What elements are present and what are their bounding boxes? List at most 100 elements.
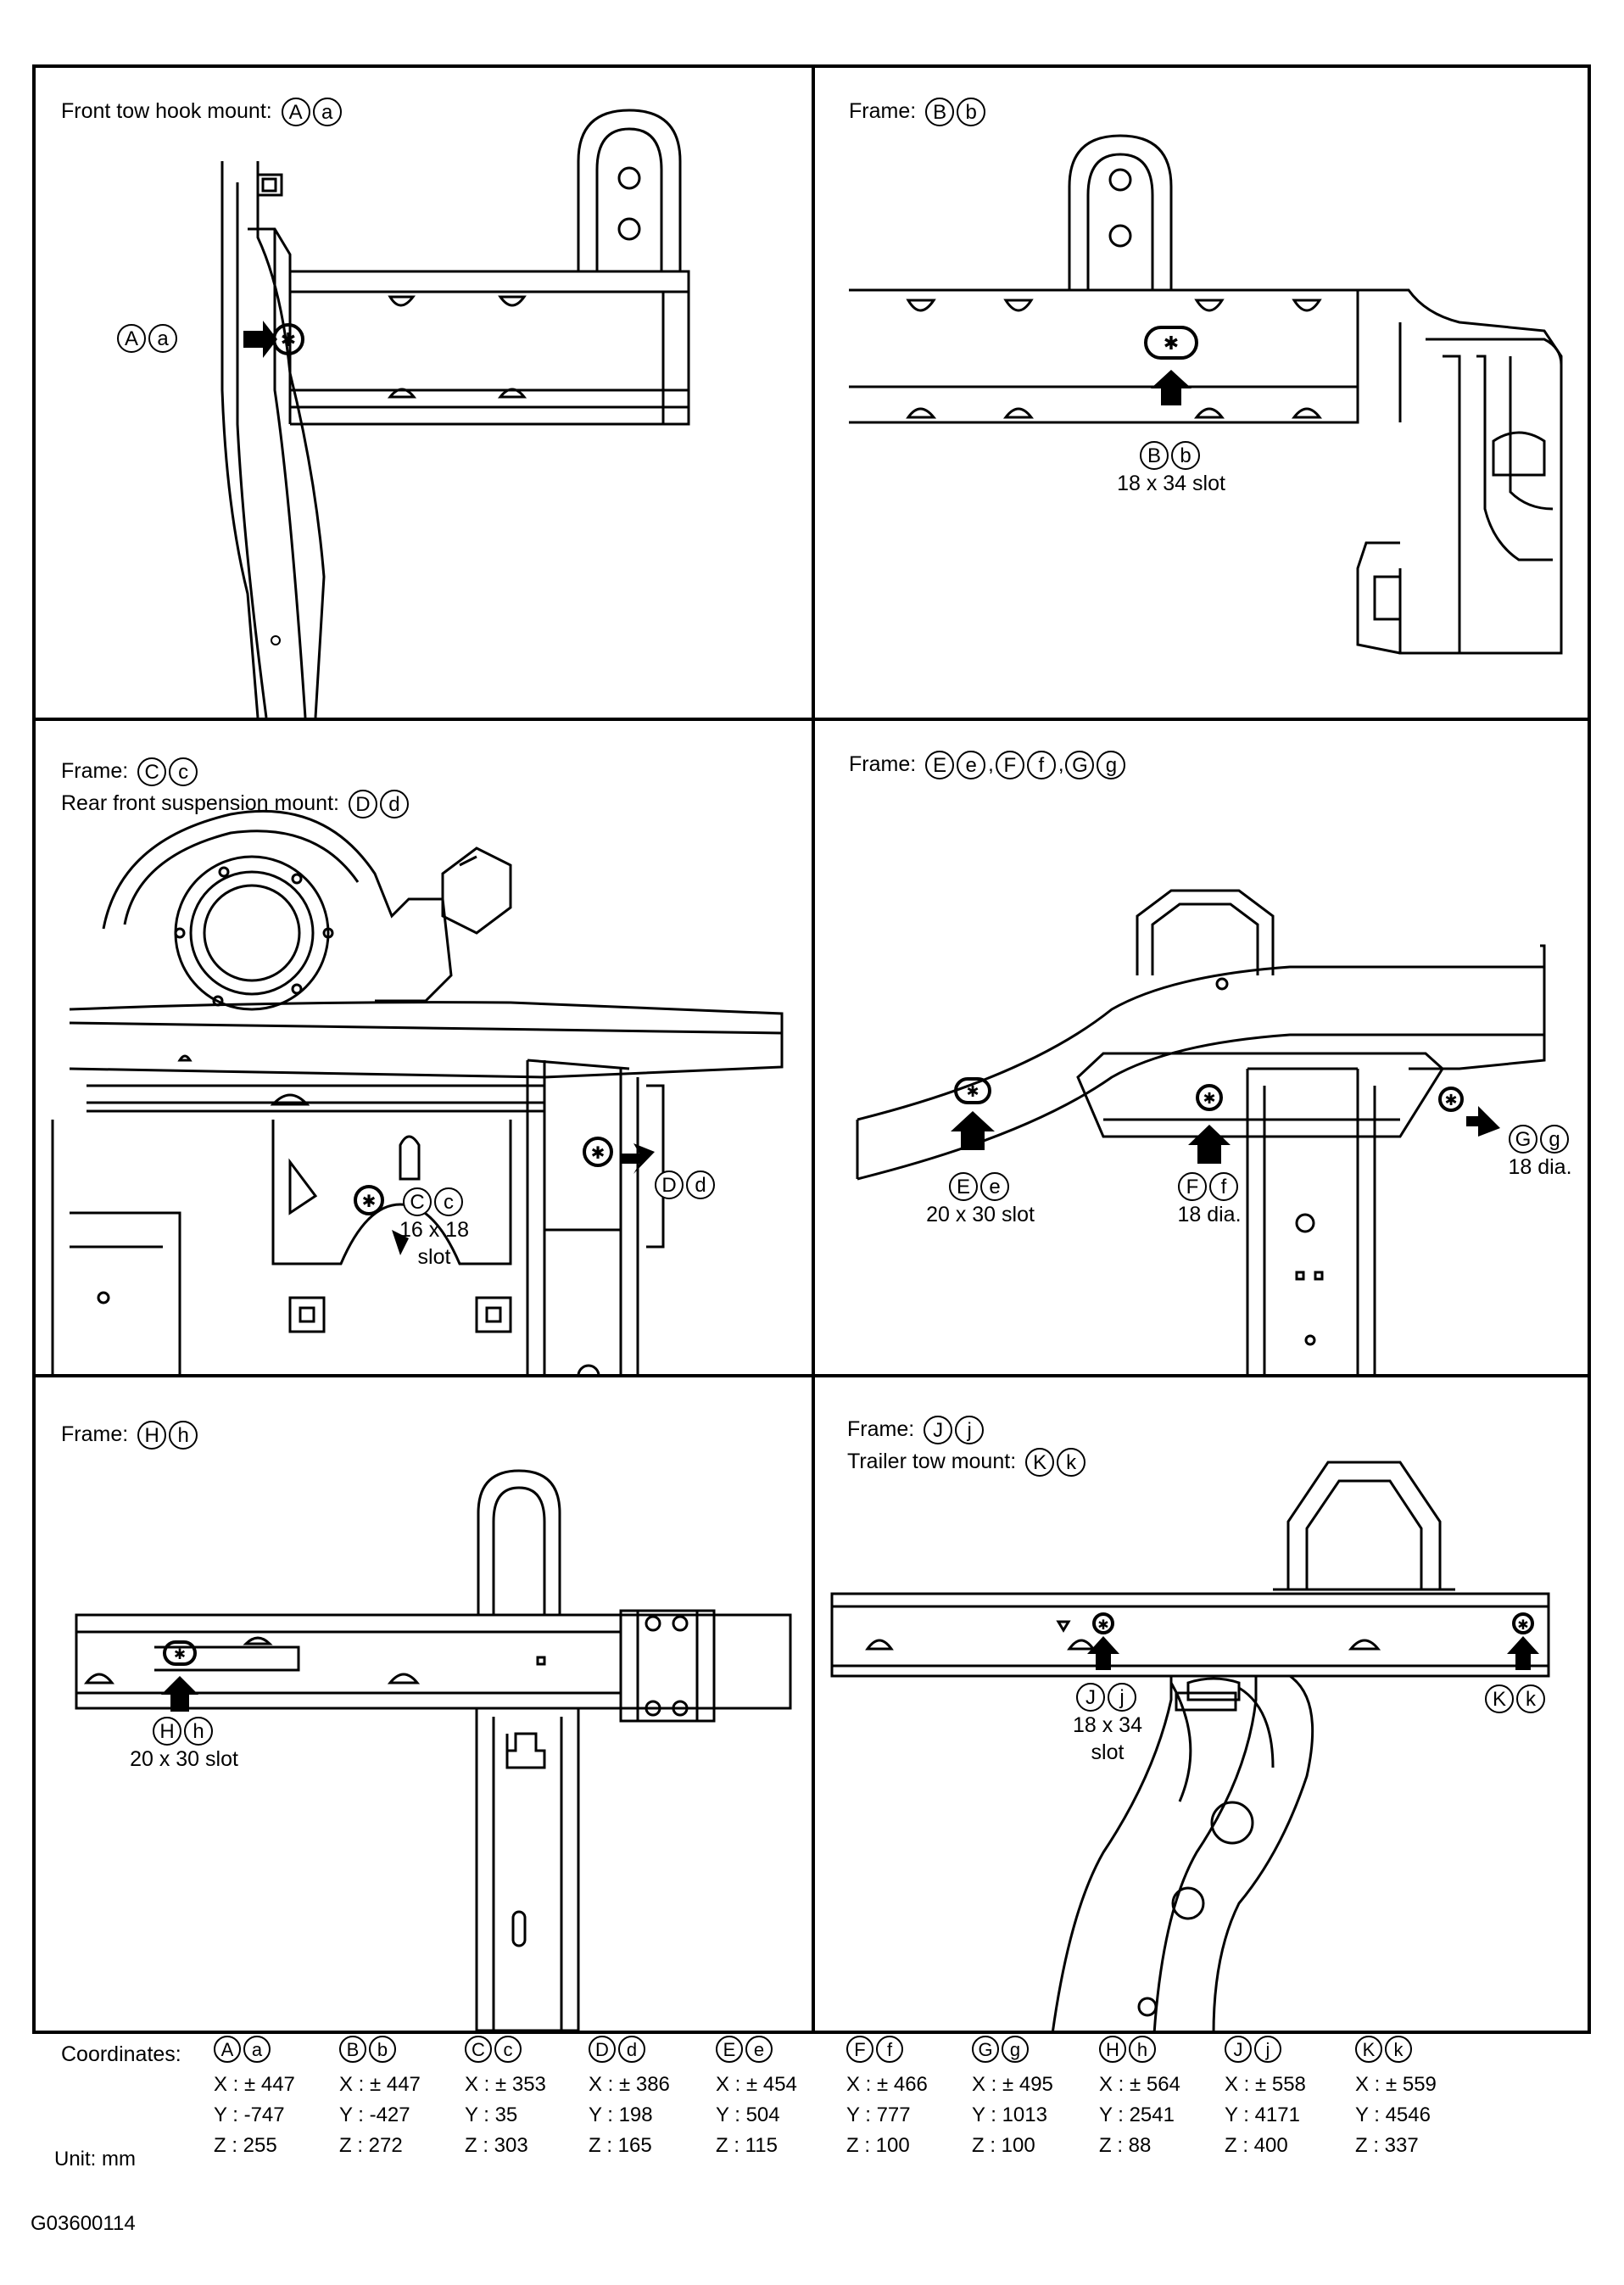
coord-x: X : ± 564 [1099, 2073, 1180, 2096]
coord-z: Z : 400 [1225, 2134, 1288, 2157]
slot-size-label: 18 x 34 slot [1117, 472, 1225, 495]
title-text: Frame: [61, 759, 129, 783]
badge-h: h [169, 1421, 198, 1450]
title-text: Trailer tow mount: [847, 1450, 1017, 1473]
badge-J: J [1076, 1683, 1105, 1712]
title-text: Frame: [849, 752, 917, 776]
badge-F: F [1178, 1172, 1207, 1201]
badge-k: k [1385, 2036, 1412, 2063]
badge-a: a [243, 2036, 271, 2063]
coordinates-label: Coordinates: [61, 2042, 181, 2066]
horizontal-divider-1 [36, 718, 1588, 721]
coord-y: Y : 198 [589, 2103, 653, 2126]
badge-e: e [980, 1172, 1009, 1201]
badge-C: C [465, 2036, 492, 2063]
badge-d: d [379, 790, 409, 819]
svg-text:✱: ✱ [966, 1083, 979, 1101]
coord-z: Z : 303 [465, 2134, 528, 2157]
badge-d: d [686, 1170, 715, 1199]
coord-z: Z : 100 [972, 2134, 1035, 2157]
svg-text:✱: ✱ [1097, 1617, 1108, 1633]
coord-x: X : ± 353 [465, 2073, 546, 2096]
badge-g: g [1540, 1125, 1569, 1154]
badge-c: c [494, 2036, 522, 2063]
badge-A: A [214, 2036, 241, 2063]
slot-size-label: 18 x 34 [1072, 1713, 1142, 1737]
coord-x: X : ± 466 [846, 2073, 928, 2096]
coord-y: Y : 777 [846, 2103, 911, 2126]
slot-size-label: 16 x 18 [399, 1218, 469, 1242]
badge-G: G [1509, 1125, 1537, 1154]
svg-text:✱: ✱ [174, 1646, 186, 1663]
svg-text:✱: ✱ [362, 1191, 377, 1211]
coord-x: X : ± 495 [972, 2073, 1053, 2096]
badge-h: h [184, 1717, 213, 1746]
coord-x: X : ± 386 [589, 2073, 670, 2096]
dia-label: 18 dia. [1508, 1155, 1572, 1179]
badge-C: C [403, 1187, 432, 1216]
coord-y: Y : -747 [214, 2103, 285, 2126]
slot-size-label: 20 x 30 slot [926, 1203, 1035, 1226]
badge-F: F [846, 2036, 873, 2063]
badge-f: f [1209, 1172, 1238, 1201]
svg-text:✱: ✱ [1164, 333, 1179, 355]
title-text: Rear front suspension mount: [61, 791, 339, 815]
badge-H: H [137, 1421, 167, 1450]
badge-K: K [1025, 1448, 1055, 1478]
badge-b: b [1171, 441, 1200, 470]
badge-k: k [1516, 1684, 1545, 1713]
badge-E: E [716, 2036, 743, 2063]
coord-y: Y : 4546 [1355, 2103, 1431, 2126]
frame-e-g-drawing: ✱ ✱ ✱ [856, 889, 1546, 1374]
coord-x: X : ± 447 [214, 2073, 295, 2096]
badge-A: A [117, 324, 146, 353]
title-text: Frame: [61, 1422, 129, 1446]
badge-A: A [281, 98, 310, 127]
badge-E: E [925, 751, 955, 780]
svg-text:✱: ✱ [1203, 1090, 1215, 1108]
separator: , [1058, 753, 1064, 777]
frame-c-d-drawing: ✱ ✱ [51, 809, 784, 1374]
badge-e: e [957, 751, 986, 780]
badge-f: f [1026, 751, 1056, 780]
coord-z: Z : 165 [589, 2134, 652, 2157]
badge-D: D [589, 2036, 616, 2063]
coord-z: Z : 88 [1099, 2134, 1152, 2157]
coord-z: Z : 255 [214, 2134, 277, 2157]
badge-j: j [955, 1416, 985, 1445]
coord-y: Y : 1013 [972, 2103, 1047, 2126]
frame-h-drawing: ✱ [75, 1469, 792, 2032]
badge-c: c [169, 757, 198, 787]
slot-label: slot [417, 1245, 451, 1269]
coord-z: Z : 272 [339, 2134, 403, 2157]
slot-size-label: 20 x 30 slot [130, 1747, 238, 1771]
horizontal-divider-2 [36, 1374, 1588, 1377]
vertical-divider [812, 68, 815, 2031]
coord-y: Y : 4171 [1225, 2103, 1300, 2126]
figure-id: G03600114 [31, 2212, 136, 2235]
badge-D: D [348, 790, 377, 819]
separator: , [988, 753, 994, 777]
badge-e: e [745, 2036, 773, 2063]
badge-j: j [1108, 1683, 1136, 1712]
badge-B: B [925, 98, 955, 127]
badge-d: d [618, 2036, 645, 2063]
badge-b: b [369, 2036, 396, 2063]
badge-C: C [137, 757, 167, 787]
badge-E: E [949, 1172, 978, 1201]
badge-a: a [148, 324, 177, 353]
badge-J: J [1225, 2036, 1252, 2063]
dia-label: 18 dia. [1177, 1203, 1242, 1226]
